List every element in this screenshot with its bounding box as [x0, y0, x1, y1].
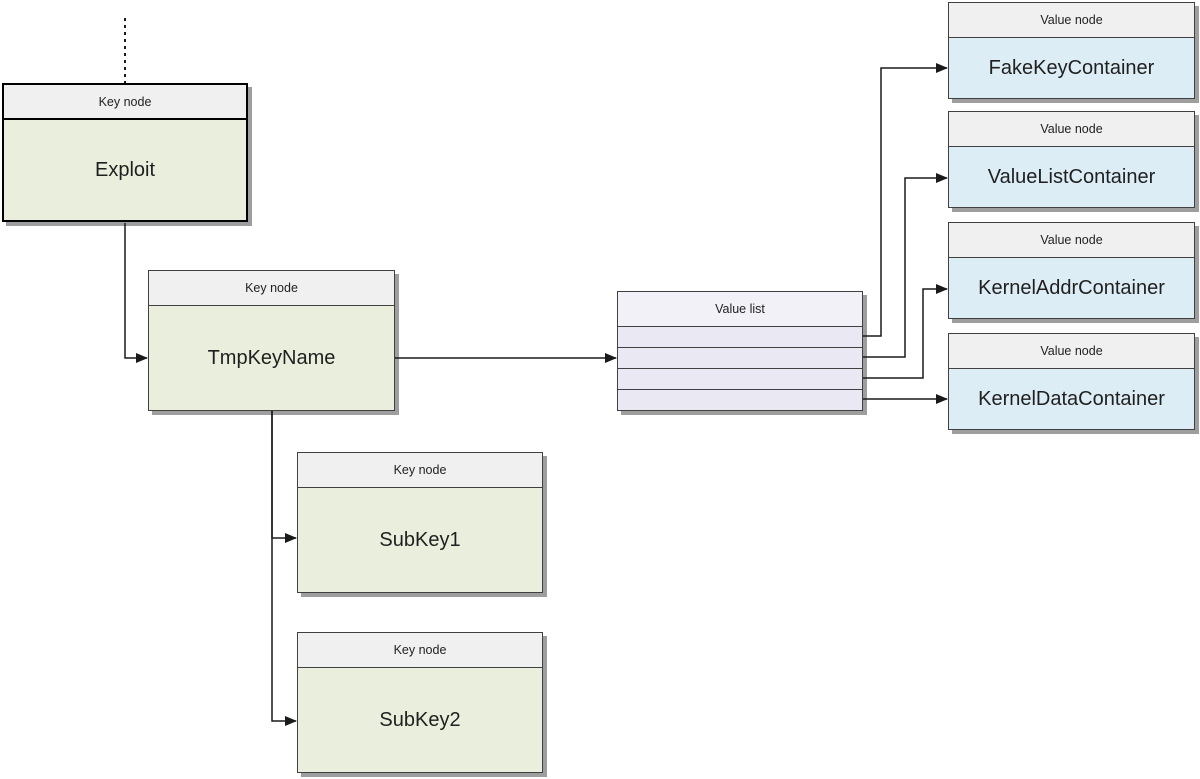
value-node-valuelistcontainer-label: ValueListContainer — [949, 147, 1194, 207]
value-list-row-4 — [618, 389, 862, 410]
value-list-rows — [618, 327, 862, 410]
key-node-subkey1-header: Key node — [298, 453, 542, 488]
key-node-tmpkeyname: Key node TmpKeyName — [148, 270, 395, 411]
key-node-exploit-label: Exploit — [4, 120, 246, 220]
value-list-header: Value list — [618, 292, 862, 327]
arrow-valuelist-row3-to-kerneladdrcontainer — [863, 284, 948, 379]
key-node-subkey1: Key node SubKey1 — [297, 452, 543, 593]
value-list: Value list — [617, 291, 863, 411]
key-node-subkey2: Key node SubKey2 — [297, 632, 543, 773]
value-node-kerneldatacontainer: Value node KernelDataContainer — [948, 333, 1195, 430]
value-list-row-3 — [618, 368, 862, 389]
key-node-tmpkeyname-header: Key node — [149, 271, 394, 306]
value-node-fakekeycontainer-label: FakeKeyContainer — [949, 38, 1194, 98]
value-node-kerneladdrcontainer-label: KernelAddrContainer — [949, 258, 1194, 318]
value-node-valuelistcontainer: Value node ValueListContainer — [948, 111, 1195, 208]
value-node-kerneladdrcontainer: Value node KernelAddrContainer — [948, 222, 1195, 319]
key-node-subkey2-header: Key node — [298, 633, 542, 668]
key-node-exploit: Key node Exploit — [2, 83, 248, 222]
key-node-subkey2-label: SubKey2 — [298, 668, 542, 772]
value-node-kerneldatacontainer-label: KernelDataContainer — [949, 369, 1194, 429]
value-node-fakekeycontainer-header: Value node — [949, 3, 1194, 38]
key-node-exploit-header: Key node — [4, 85, 246, 120]
key-node-tmpkeyname-label: TmpKeyName — [149, 306, 394, 410]
value-node-kerneldatacontainer-header: Value node — [949, 334, 1194, 369]
value-node-kerneladdrcontainer-header: Value node — [949, 223, 1194, 258]
key-node-subkey1-label: SubKey1 — [298, 488, 542, 592]
arrow-valuelist-row1-to-fakekeycontainer — [863, 63, 948, 337]
arrow-valuelist-row2-to-valuelistcontainer — [863, 173, 948, 358]
arrow-tmpkeyname-to-subkey2 — [271, 411, 297, 726]
value-list-row-2 — [618, 347, 862, 368]
arrow-tmpkeyname-to-subkey1 — [271, 411, 297, 543]
value-node-valuelistcontainer-header: Value node — [949, 112, 1194, 147]
value-node-fakekeycontainer: Value node FakeKeyContainer — [948, 2, 1195, 99]
arrow-exploit-to-tmpkeyname — [124, 223, 148, 363]
value-list-row-1 — [618, 327, 862, 347]
